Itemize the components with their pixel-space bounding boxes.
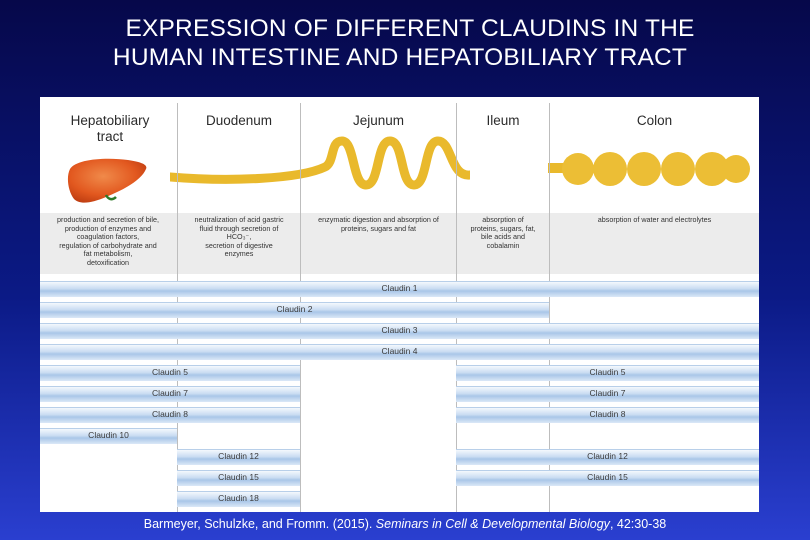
description-ileum: absorption of proteins, sugars, fat, bil…	[470, 215, 536, 250]
claudin-bar	[40, 428, 177, 444]
citation-volume: , 42:30-38	[609, 517, 667, 531]
claudin-label: Claudin 8	[152, 409, 188, 419]
claudin-label: Claudin 1	[381, 283, 418, 293]
claudin-bar	[177, 449, 300, 465]
claudin-label: Claudin 3	[381, 325, 418, 335]
citation: Barmeyer, Schulzke, and Fromm. (2015). S…	[0, 517, 810, 531]
claudin-bar	[40, 386, 300, 402]
claudin-label: Claudin 4	[381, 346, 418, 356]
claudin-label: Claudin 2	[276, 304, 313, 314]
title-line-2: HUMAN INTESTINE AND HEPATOBILIARY TRACT	[112, 44, 688, 71]
claudin-bar	[177, 470, 300, 486]
description-duodenum: neutralization of acid gastric fluid thr…	[194, 215, 284, 259]
column-divider	[549, 103, 550, 512]
claudin-bar	[40, 344, 759, 360]
slide-title: EXPRESSION OF DIFFERENT CLAUDINS IN THE …	[0, 14, 810, 72]
claudin-bar	[40, 323, 759, 339]
claudin-label: Claudin 7	[152, 388, 188, 398]
claudin-label: Claudin 10	[88, 430, 129, 440]
claudin-label: Claudin 18	[218, 493, 259, 503]
claudin-label: Claudin 5	[152, 367, 188, 377]
claudin-label: Claudin 12	[587, 451, 628, 461]
claudin-label: Claudin 15	[587, 472, 628, 482]
column-header-colon: Colon	[636, 113, 673, 128]
claudin-bar	[40, 302, 549, 318]
claudin-bar	[456, 449, 759, 465]
claudin-bar	[40, 365, 300, 381]
claudin-label: Claudin 8	[589, 409, 626, 419]
colon-icon	[548, 152, 750, 186]
claudin-expression-figure: Hepatobiliary tract Duodenum Jejunum Ile…	[40, 97, 759, 512]
citation-authors: Barmeyer, Schulzke, and Fromm. (2015).	[143, 517, 376, 531]
column-header-ileum: Ileum	[486, 113, 520, 128]
claudin-bar	[40, 281, 759, 297]
claudin-bar	[177, 491, 300, 507]
small-intestine-icon	[170, 136, 470, 190]
description-hepatobiliary: production and secretion of bile, produc…	[57, 215, 159, 267]
claudin-bar	[40, 407, 300, 423]
column-header-duodenum: Duodenum	[205, 113, 273, 128]
liver-icon	[67, 158, 147, 203]
claudin-bar	[456, 470, 759, 486]
claudin-bar	[456, 365, 759, 381]
claudin-label: Claudin 5	[589, 367, 626, 377]
claudin-bar	[456, 407, 759, 423]
description-colon: absorption of water and electrolytes	[597, 215, 712, 224]
title-line-1: EXPRESSION OF DIFFERENT CLAUDINS IN THE	[125, 15, 695, 42]
citation-journal: Seminars in Cell & Developmental Biology	[375, 517, 610, 531]
claudin-label: Claudin 12	[218, 451, 259, 461]
function-description-band	[40, 213, 759, 274]
claudin-label: Claudin 15	[218, 472, 259, 482]
column-header-jejunum: Jejunum	[352, 113, 405, 128]
claudin-label: Claudin 7	[589, 388, 626, 398]
claudin-bar	[456, 386, 759, 402]
description-jejunum: enzymatic digestion and absorption of pr…	[318, 215, 439, 233]
column-header-hepatobiliary: Hepatobiliary tract	[70, 113, 150, 144]
